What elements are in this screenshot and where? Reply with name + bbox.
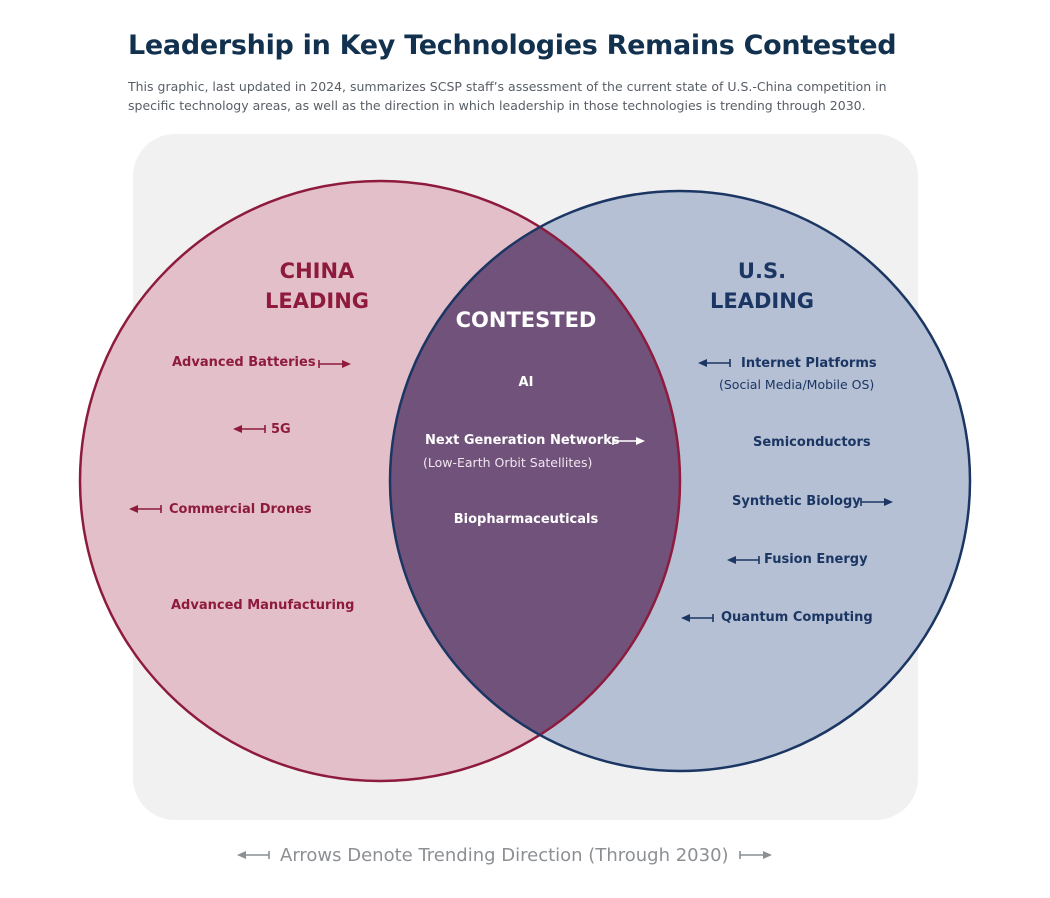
china-circle-outline [78,179,682,783]
contested-region [390,191,680,771]
arrow-left-icon [129,505,162,513]
us-item-sublabel: (Social Media/Mobile OS) [719,377,875,392]
us-item-fusion-energy: Fusion Energy [764,552,868,567]
legend-footer: Arrows Denote Trending Direction (Throug… [236,841,773,869]
arrow-left-icon [237,851,270,859]
china-item-advanced-batteries: Advanced Batteries [172,355,316,370]
us-circle-outline [388,189,972,773]
contested-item-sublabel: (Low-Earth Orbit Satellites) [423,455,593,470]
arrow-right-icon [612,437,645,445]
page-title: Leadership in Key Technologies Remains C… [128,30,897,61]
us-item-quantum-computing: Quantum Computing [721,610,873,625]
page-subtitle: This graphic, last updated in 2024, summ… [128,79,887,113]
legend-text: Arrows Denote Trending Direction (Throug… [280,844,729,866]
arrow-left-icon [698,359,731,367]
contested-item-next-generation-networks: Next Generation Networks [425,433,620,448]
contested-item-ai: AI [518,375,534,390]
arrow-left-icon [727,556,760,564]
us-item-internet-platforms: Internet Platforms [741,356,877,371]
arrow-right-icon [860,498,893,506]
arrow-left-icon [233,425,266,433]
contested-item-biopharmaceuticals: Biopharmaceuticals [453,512,599,527]
us-item-semiconductors: Semiconductors [753,435,871,450]
arrow-right-icon [318,360,351,368]
arrow-right-icon [738,851,772,859]
us-item-synthetic-biology: Synthetic Biology [732,494,861,509]
china-item-advanced-manufacturing: Advanced Manufacturing [171,598,355,613]
china-item-commercial-drones: Commercial Drones [169,502,312,517]
china-heading: CHINA LEADING [264,259,370,313]
arrow-left-icon [681,614,714,622]
contested-heading: CONTESTED [455,308,597,332]
us-heading: U.S. LEADING [709,259,815,313]
china-item-5g: 5G [271,422,291,437]
